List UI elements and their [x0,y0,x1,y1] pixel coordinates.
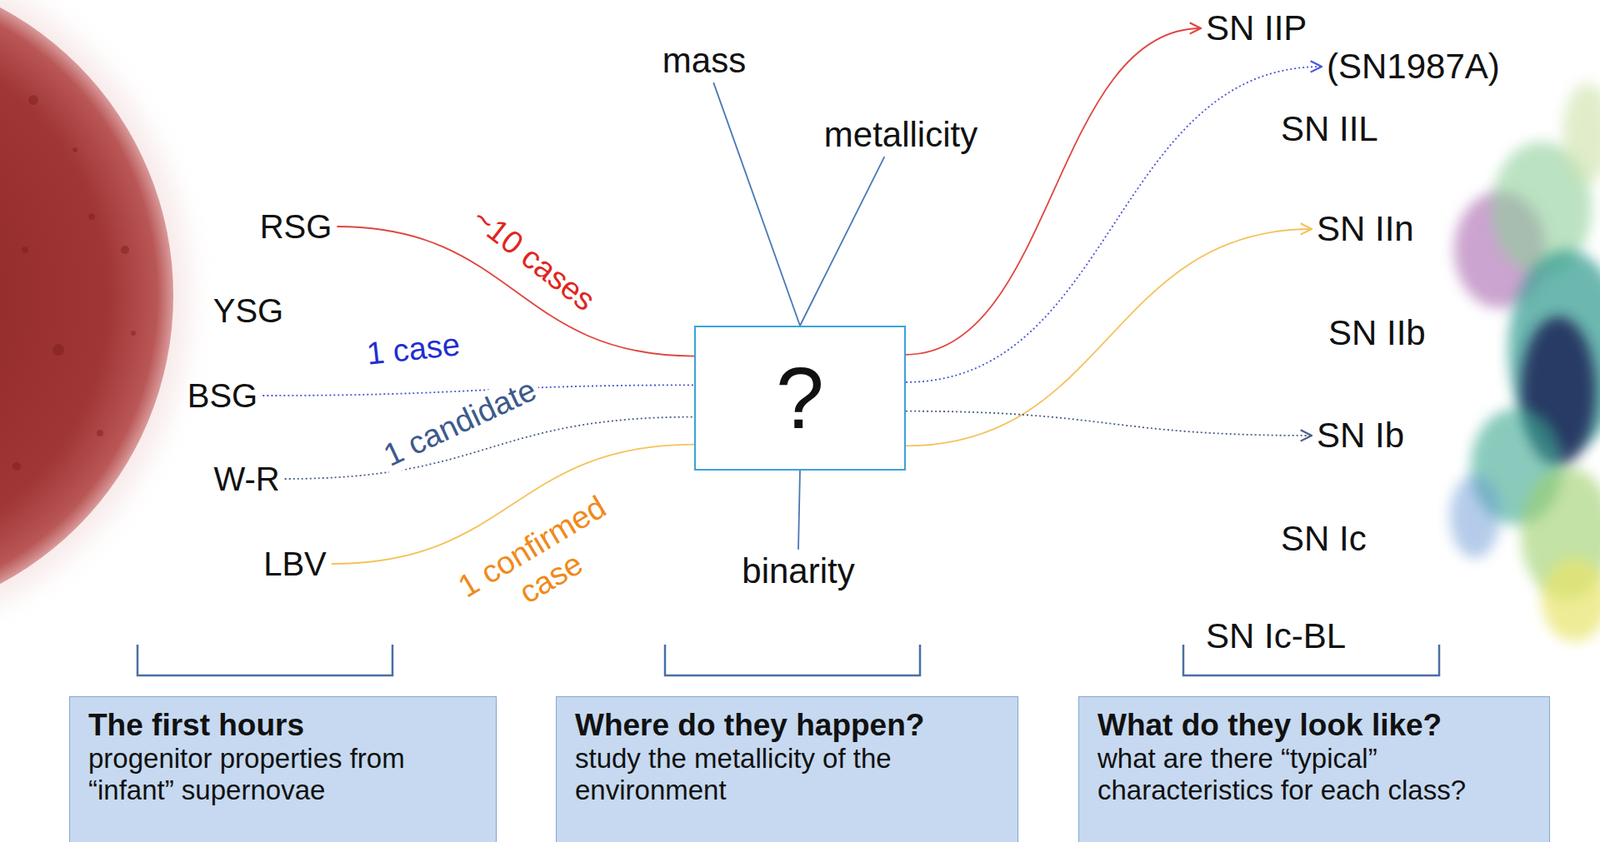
caption-panel: The first hoursprogenitor properties fro… [69,696,497,842]
sn-class-label: SN Ib [1311,414,1410,458]
panel-body: what are there “typical” characteristics… [1097,743,1531,807]
progenitor-label: RSG [255,205,338,248]
node-text: ? [775,355,825,442]
bracket [137,645,393,676]
connector [905,28,1201,355]
sn-class-label: (SN1987A) [1321,45,1505,89]
node-text: YSG [213,291,284,330]
progenitor-label: YSG [208,290,289,332]
edge-label: 1 confirmed case [437,480,645,645]
node-text: mass [662,40,746,81]
supernova-remnant [1450,83,1600,642]
red-supergiant-star [0,0,174,623]
connector [905,229,1312,446]
factor-label: binarity [736,550,860,594]
node-text: SN IIn [1316,209,1415,250]
connector [800,156,885,326]
edge-label: 1 case [361,326,465,374]
connector [905,411,1312,436]
progenitor-label: BSG [182,375,263,417]
node-text: SN IIP [1205,8,1307,49]
node-text: SN IIb [1328,313,1426,354]
connector [905,66,1322,383]
panel-heading: Where do they happen? [575,709,1000,744]
connector [798,470,800,550]
sn-class-label: SN Ic-BL [1200,615,1351,659]
node-text: RSG [260,207,333,246]
sn-class-label: SN IIL [1275,107,1384,151]
node-text: binarity [741,551,855,592]
sn-class-label: SN IIn [1311,207,1420,251]
edge-label: 1 candidate [375,370,545,476]
edge-label: ~10 cases [462,199,605,322]
sun-glow [0,0,189,638]
node-text: LBV [263,545,327,584]
star-spots [12,95,136,471]
sn-class-label: SN IIb [1323,311,1431,355]
panel-heading: What do they look like? [1097,709,1531,744]
panel-body: study the metallicity of the environment [575,743,1000,807]
factor-label: mass [657,39,751,83]
unknown-box: ? [694,325,906,471]
node-text: metallicity [824,115,978,155]
caption-panel: What do they look like?what are there “t… [1078,696,1550,842]
node-text: SN Ic [1280,519,1367,560]
node-text: (SN1987A) [1326,46,1500,87]
panel-body: progenitor properties from “infant” supe… [88,743,478,807]
factor-label: metallicity [819,113,983,157]
node-text: BSG [187,376,258,415]
node-text: SN IIL [1280,109,1379,150]
progenitor-label: W-R [208,458,285,500]
bracket [665,645,920,676]
node-text: SN Ic-BL [1205,616,1346,657]
node-text: W-R [213,460,280,499]
sn-class-label: SN Ic [1275,517,1372,561]
panel-heading: The first hours [88,709,478,744]
progenitor-label: LBV [258,543,332,585]
node-text: SN Ib [1316,415,1405,456]
connector [713,82,800,326]
sn-class-label: SN IIP [1200,6,1312,50]
caption-panel: Where do they happen?study the metallici… [555,696,1019,842]
